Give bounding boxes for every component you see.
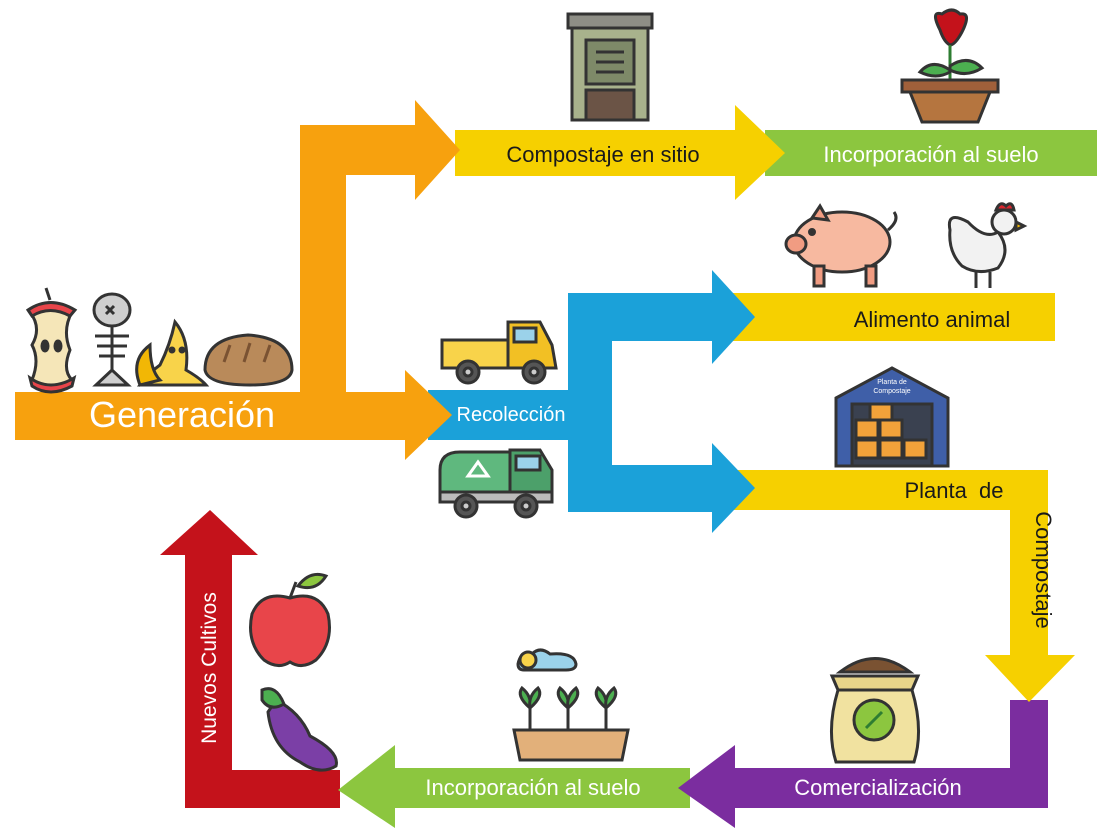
eggplant-icon	[260, 687, 338, 772]
seedlings-icon	[512, 648, 630, 762]
label-soil-top: Incorporación al suelo	[823, 142, 1038, 167]
compost-bag-icon	[829, 657, 921, 764]
label-soil-bottom: Incorporación al suelo	[425, 775, 640, 800]
label-plant-line1: Planta de	[904, 478, 1003, 503]
bread-icon	[203, 333, 294, 387]
arrow-commercialization	[678, 700, 1048, 828]
rooster-icon	[947, 202, 1028, 288]
compost-bin-icon	[566, 12, 654, 122]
garbage-truck-icon	[438, 448, 554, 519]
apple-core-icon	[25, 287, 78, 394]
label-commercialization: Comercialización	[794, 775, 962, 800]
label-collection: Recolección	[457, 404, 566, 426]
arrow-generation	[15, 100, 460, 460]
warehouse-sign-2: Compostaje	[873, 388, 910, 395]
arrow-compost-onsite	[455, 105, 785, 200]
arrow-plant	[733, 470, 1075, 702]
fish-bone-icon	[92, 292, 132, 387]
apple-icon	[249, 572, 331, 667]
arrow-soil-bottom	[338, 745, 690, 828]
label-plant-line2: Compostaje	[1031, 511, 1056, 628]
banana-peel-icon	[135, 318, 210, 387]
pig-icon	[784, 203, 898, 288]
arrow-new-crops	[160, 510, 340, 808]
label-animal-feed: Alimento animal	[854, 307, 1011, 332]
pickup-truck-icon	[440, 320, 558, 385]
label-compost-onsite: Compostaje en sitio	[506, 142, 699, 167]
label-generation: Generación	[89, 394, 275, 435]
arrow-soil-top	[765, 130, 1097, 176]
warehouse-icon: Planta de Compostaje	[834, 366, 950, 468]
arrow-animal-feed	[733, 293, 1055, 341]
label-new-crops: Nuevos Cultivos	[198, 592, 221, 744]
flower-pot-icon	[900, 8, 1000, 124]
warehouse-sign: Planta de	[877, 379, 907, 386]
arrow-collection	[428, 270, 755, 533]
